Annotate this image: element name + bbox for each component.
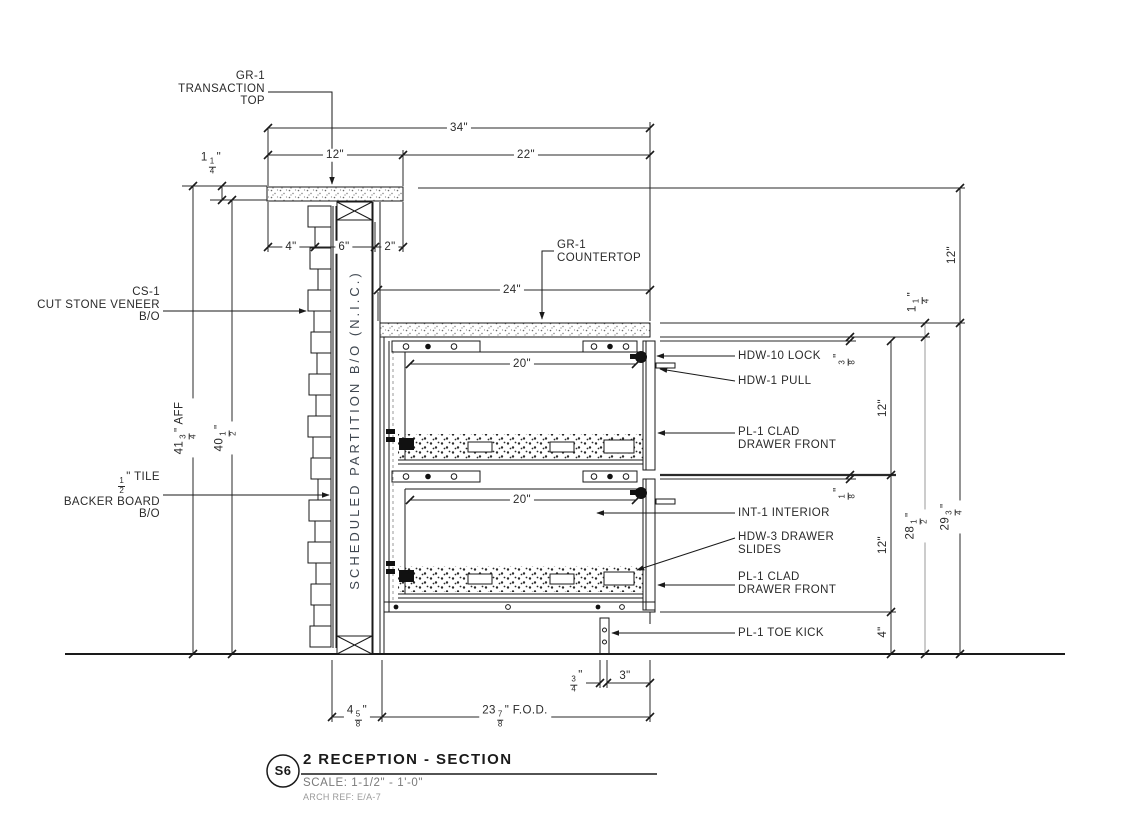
label-line: COUNTERTOP (557, 251, 642, 264)
leader-lines (163, 91, 736, 636)
toe-kick-board (599, 617, 610, 655)
label-stone-veneer: CS-1 CUT STONE VENEER B/O (37, 286, 160, 324)
stone-veneer-blocks (307, 205, 332, 648)
label-line: CUT STONE VENEER (37, 298, 160, 311)
dim-counter-depth-top: 22" (513, 148, 539, 162)
dimension-ticks (188, 123, 965, 722)
label-drawer-front-upper: PL-1 CLAD DRAWER FRONT (738, 426, 836, 451)
partition-stud (336, 201, 373, 655)
label-line: B/O (138, 508, 160, 521)
label-line: HDW-3 DRAWER (738, 531, 835, 543)
label-pull: HDW-1 PULL (738, 375, 812, 387)
pull-handle-glyph (655, 362, 676, 369)
dim-transaction-width: 12" (322, 148, 348, 162)
dim-toe-kick-height: 4" (876, 623, 890, 641)
detail-bubble-label: S6 (274, 762, 292, 778)
label-drawer-front-lower: PL-1 CLAD DRAWER FRONT (738, 571, 836, 596)
drawing-title: 2 RECEPTION - SECTION (303, 751, 513, 768)
partition-top-blocking (336, 201, 373, 221)
lower-drawer-front (642, 478, 656, 611)
drawing-arch-ref: ARCH REF: E/A-7 (303, 792, 382, 802)
cabinet (379, 322, 676, 655)
label-toe-kick: PL-1 TOE KICK (738, 627, 824, 639)
dim-transaction-above-counter: 12" (945, 242, 959, 268)
label-drawer-slides: HDW-3 DRAWER SLIDES (738, 531, 834, 556)
lower-drawer-slide-band (398, 566, 643, 592)
label-partition: SCHEDULED PARTITION B/O (N.I.C.) (346, 270, 362, 590)
label-line: GR-1 (557, 239, 587, 251)
label-line: CS-1 (132, 286, 160, 298)
lock-cylinder-glyph (630, 487, 647, 499)
label-line: DRAWER FRONT (738, 438, 837, 451)
dim-overall-depth: 34" (446, 121, 472, 135)
label-line: GR-1 (235, 70, 265, 82)
dim-countertop-depth: 24" (499, 283, 525, 297)
label-line: DRAWER FRONT (738, 583, 837, 596)
drawing-scale: SCALE: 1-1/2" - 1'-0" (303, 777, 424, 789)
pull-handle-glyph (655, 498, 676, 505)
dim-drawer-front-upper-height: 12" (876, 395, 890, 421)
detail-bubble-circle (266, 754, 300, 788)
label-line: SLIDES (738, 543, 782, 556)
dimension-lines (182, 122, 965, 722)
dim-partition-core: 6" (335, 240, 353, 254)
dim-toe-kick-recess: 3" (619, 669, 631, 682)
label-countertop: GR-1 COUNTERTOP (557, 239, 641, 264)
upper-drawer-front (642, 340, 656, 471)
dim-gap: 2" (381, 240, 399, 254)
dim-drawer-front-lower-height: 12" (876, 532, 890, 558)
label-line: TRANSACTION (178, 82, 265, 95)
label-line: B/O (138, 311, 160, 323)
label-line: TOP (240, 95, 265, 107)
dim-drawer-opening-lower: 20" (509, 493, 535, 507)
title-block-linework (266, 754, 657, 788)
label-lock: HDW-10 LOCK (738, 350, 821, 362)
label-line: PL-1 CLAD (738, 571, 800, 583)
label-line: PL-1 CLAD (738, 426, 800, 438)
wall-assembly (65, 186, 1065, 655)
dim-overhang: 4" (282, 240, 300, 254)
transaction-top-slab (266, 186, 404, 202)
lock-cylinder-glyph (630, 351, 647, 363)
upper-drawer-slide-band (398, 434, 643, 460)
label-transaction-top: GR-1 TRANSACTION TOP (178, 70, 265, 108)
partition-bottom-blocking (336, 635, 373, 655)
dim-drawer-opening-upper: 20" (509, 357, 535, 371)
countertop-slab (379, 322, 651, 338)
label-line: BACKER BOARD (63, 495, 160, 508)
label-interior: INT-1 INTERIOR (738, 507, 830, 519)
